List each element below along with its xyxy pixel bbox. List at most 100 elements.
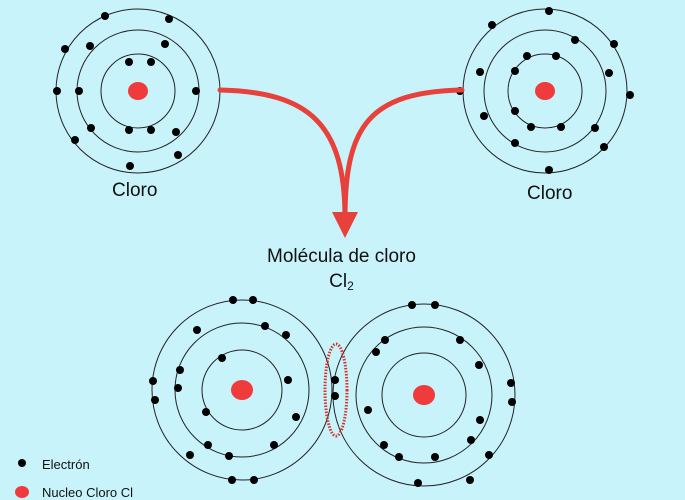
electrons	[53, 12, 200, 170]
electron	[218, 354, 226, 362]
electron	[151, 396, 159, 404]
electron	[591, 124, 599, 132]
electron	[511, 67, 519, 75]
molecule-atom-right	[332, 301, 516, 487]
electron	[545, 7, 553, 15]
electron	[174, 384, 182, 392]
electron	[511, 107, 519, 115]
electron	[229, 296, 237, 304]
electrons	[364, 301, 516, 487]
electrons	[456, 7, 634, 174]
electron	[571, 36, 579, 44]
electron	[270, 441, 278, 449]
electron	[71, 136, 79, 144]
covalent-bond	[323, 342, 349, 438]
molecule-title: Molécula de cloro	[267, 246, 416, 267]
electron	[202, 408, 210, 416]
electron	[292, 413, 300, 421]
arrow-left-curve	[217, 87, 348, 221]
electron	[284, 376, 292, 384]
electron	[381, 336, 389, 344]
electron	[523, 52, 531, 60]
electron	[408, 301, 416, 309]
legend-nucleus-label: Nucleo Cloro Cl	[42, 485, 134, 500]
electron	[380, 441, 388, 449]
nucleus	[535, 82, 555, 100]
electron	[126, 162, 134, 170]
electron	[488, 21, 496, 29]
shell-2	[483, 29, 607, 153]
electron	[282, 331, 290, 339]
shell-3	[151, 299, 333, 481]
reaction-arrows	[217, 87, 465, 238]
electron	[176, 366, 184, 374]
electron	[250, 476, 258, 484]
electron	[225, 452, 233, 460]
electron	[61, 45, 69, 53]
electron	[249, 296, 257, 304]
electron	[192, 87, 200, 95]
shell-1	[381, 352, 467, 438]
electron	[165, 15, 173, 23]
shared-electron	[331, 376, 339, 384]
electron	[600, 143, 608, 151]
electron	[149, 377, 157, 385]
electron	[204, 441, 212, 449]
electron	[507, 379, 515, 387]
electron	[485, 451, 493, 459]
electron	[186, 451, 194, 459]
electron	[261, 322, 269, 330]
shell-1	[507, 53, 583, 129]
electron	[364, 406, 372, 414]
electron	[125, 58, 133, 66]
atom-right-label: Cloro	[527, 183, 573, 204]
electron	[552, 52, 560, 60]
molecule-atom-left	[149, 296, 333, 484]
nucleus	[413, 385, 435, 405]
shell-1	[100, 53, 176, 129]
legend-electron-label: Electrón	[42, 457, 90, 472]
legend	[15, 459, 29, 498]
electron	[395, 453, 403, 461]
electron	[147, 58, 155, 66]
electron	[161, 40, 169, 48]
electron	[476, 68, 484, 76]
legend-electron-marker	[18, 459, 26, 467]
electron	[511, 139, 519, 147]
electron	[86, 42, 94, 50]
electron	[626, 91, 634, 99]
atom-left-label: Cloro	[112, 180, 158, 201]
atom-right	[456, 7, 634, 174]
electron	[372, 348, 380, 356]
electron	[174, 151, 182, 159]
electron	[75, 87, 83, 95]
shell-1	[201, 349, 283, 431]
electron	[476, 416, 484, 424]
electron	[508, 398, 516, 406]
arrowhead	[332, 212, 358, 238]
electron	[480, 112, 488, 120]
electron	[456, 336, 464, 344]
electron	[431, 453, 439, 461]
molecule-formula: Cl2	[0, 271, 684, 293]
legend-nucleus-marker	[15, 486, 29, 498]
electron	[53, 87, 61, 95]
electron	[431, 301, 439, 309]
nucleus	[128, 82, 148, 100]
electron	[467, 436, 475, 444]
electron	[193, 326, 201, 334]
electron	[557, 123, 565, 131]
atom-left	[53, 8, 221, 174]
electron	[545, 166, 553, 174]
electron	[414, 479, 422, 487]
nucleus	[231, 380, 253, 400]
electron	[605, 69, 613, 77]
electron	[87, 124, 95, 132]
formula-subscript: 2	[347, 279, 354, 293]
electron	[147, 126, 155, 134]
electron	[527, 123, 535, 131]
arrow-right-curve	[342, 87, 465, 221]
electron	[125, 126, 133, 134]
shell-2	[355, 326, 493, 464]
